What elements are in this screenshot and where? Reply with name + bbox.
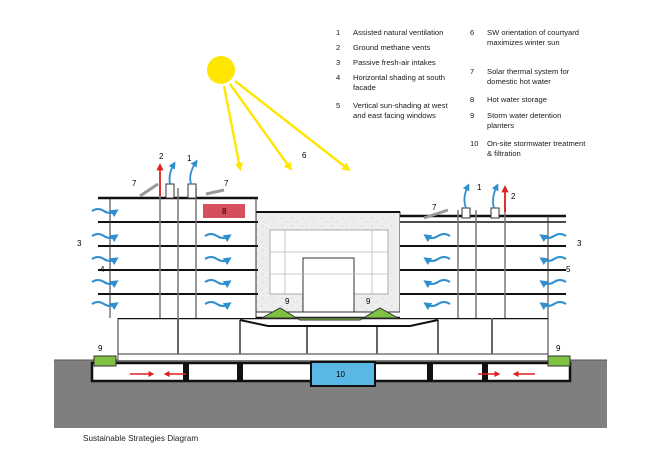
legend-item-text: Horizontal shading at south facade [353, 73, 446, 92]
legend-item-text: Hot water storage [487, 95, 547, 104]
legend-item-number: 9 [470, 111, 475, 120]
legend-item-text: Storm water detention planters [487, 111, 562, 130]
sun-icon [207, 56, 235, 84]
vent-left-label-1: 1 [187, 154, 192, 163]
air-intake-arrow [204, 233, 232, 242]
vent-right-label-1: 1 [477, 183, 482, 192]
planter-center-label-b: 9 [366, 297, 371, 306]
diagram-caption: Sustainable Strategies Diagram [83, 434, 199, 443]
planter-right [547, 355, 571, 367]
air-intake-arrow [91, 279, 119, 288]
legend-item-text: Assisted natural ventilation [353, 28, 444, 37]
legend-item-number: 5 [336, 101, 341, 110]
air-intake-arrow [423, 256, 451, 265]
legend-item-text: Ground methane vents [353, 43, 431, 52]
solar-panel [139, 182, 159, 198]
stormwater-tank [310, 361, 376, 387]
air-intake-arrow [539, 301, 567, 310]
legend-item-number: 8 [470, 95, 475, 104]
legend-item-number: 1 [336, 28, 341, 37]
legend-item-number: 3 [336, 58, 341, 67]
natural-vent-arrow [168, 161, 176, 185]
stormwater-tank-label: 10 [336, 370, 345, 379]
legend-item-text: SW orientation of courtyard maximizes wi… [487, 28, 580, 47]
sun-ray [222, 85, 244, 172]
basement: 10 [90, 361, 572, 387]
air-intake-arrow [539, 279, 567, 288]
air-intake-arrow [204, 279, 232, 288]
vent-left-label-2: 2 [159, 152, 164, 161]
air-intake-arrow [91, 233, 119, 242]
courtyard-planter [260, 307, 400, 321]
ground-floor [117, 316, 549, 355]
left-wing: 8 [98, 183, 258, 318]
solar-right-label: 7 [432, 203, 437, 212]
sun-ray-label: 6 [302, 151, 307, 160]
air-intake-arrow [91, 301, 119, 310]
vent-shaft [490, 207, 500, 219]
legend-item-text: Passive fresh-air intakes [353, 58, 436, 67]
legend-item-number: 6 [470, 28, 475, 37]
shading-right-label: 5 [566, 265, 571, 274]
legend-item-text: Vertical sun-shading at west and east fa… [353, 101, 448, 120]
solar-panel [205, 188, 225, 196]
legend-item-text: On-site stormwater treatment & filtratio… [487, 139, 586, 158]
shading-left-label: 4 [100, 265, 105, 274]
planter-center-label-a: 9 [285, 297, 290, 306]
legend-item-text: Solar thermal system for domestic hot wa… [487, 67, 570, 86]
air-intake-arrow [423, 279, 451, 288]
hot-water-storage [203, 204, 245, 218]
natural-vent-arrow [462, 183, 470, 209]
courtyard-block: 9 9 [255, 211, 401, 321]
vent-right-label-2: 2 [511, 192, 516, 201]
planter-left-label: 9 [98, 344, 103, 353]
air-intake-arrow [423, 233, 451, 242]
planter-left [93, 355, 117, 367]
sun-ray [234, 80, 351, 172]
air-intake-arrow [204, 301, 232, 310]
legend-item-number: 10 [470, 139, 479, 148]
hot-water-storage-label: 8 [222, 207, 227, 216]
sun-ray [229, 83, 292, 171]
solar-collectors: 7 7 7 [132, 179, 449, 220]
planter-right-label: 9 [556, 344, 561, 353]
solar-panel [423, 208, 449, 220]
legend-item-number: 4 [336, 73, 341, 82]
legend-item-number: 7 [470, 67, 475, 76]
natural-vent-arrow [491, 183, 499, 209]
roof-vent-arrows: 2 1 1 2 [156, 152, 516, 212]
natural-vent-arrow [189, 159, 198, 185]
vent-shaft [187, 183, 197, 199]
ground-surface [54, 353, 607, 361]
air-intake-arrow [423, 301, 451, 310]
solar-left-label-a: 7 [132, 179, 137, 188]
air-intake-arrow [91, 208, 119, 217]
air-intake-arrow [539, 256, 567, 265]
fresh-air-intake-arrows [91, 208, 567, 310]
intake-right-label: 3 [577, 239, 582, 248]
air-intake-arrow [91, 256, 119, 265]
vent-shaft [165, 183, 175, 199]
air-intake-arrow [204, 256, 232, 265]
vent-shaft [461, 207, 471, 219]
right-wing [400, 200, 566, 318]
intake-left-label: 3 [77, 239, 82, 248]
sun-group: 6 [207, 56, 351, 172]
legend-item-number: 2 [336, 43, 341, 52]
solar-left-label-b: 7 [224, 179, 229, 188]
air-intake-arrow [539, 233, 567, 242]
